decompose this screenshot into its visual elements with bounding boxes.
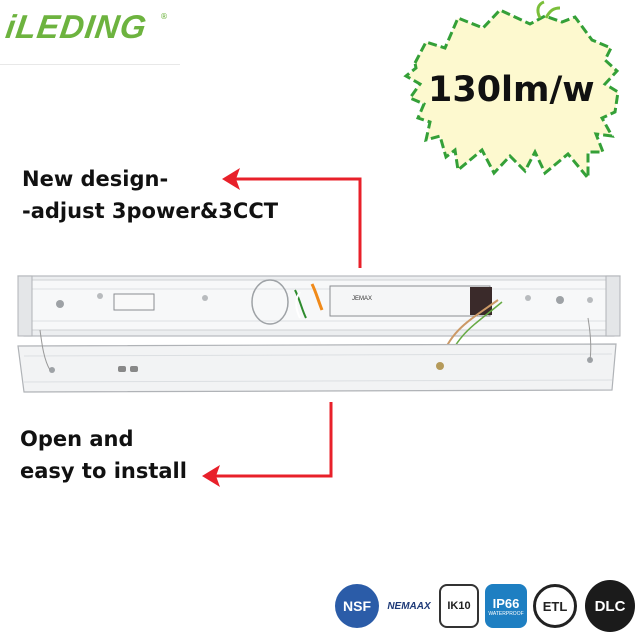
- fixture-housing: JEMAX: [17, 275, 621, 367]
- arrow-to-install: [212, 402, 333, 478]
- certification-logos: NSF NEMAAX IK10 IP66 WATERPROOF ETL DLC: [335, 578, 637, 634]
- nsf-label: NSF: [343, 598, 371, 614]
- efficacy-label: 130lm/w: [428, 70, 595, 110]
- logo-divider: [0, 64, 180, 65]
- driver-label: JEMAX: [352, 296, 372, 302]
- callout-install: Open and easy to install: [20, 423, 187, 487]
- dlc-logo: DLC: [585, 580, 635, 632]
- ip66-label: IP66: [492, 595, 520, 611]
- callout-line: -adjust 3power&3CCT: [22, 199, 279, 223]
- nsf-logo: NSF: [335, 584, 379, 628]
- callout-line: New design-: [22, 167, 169, 191]
- starburst-shape: [403, 8, 620, 180]
- arrow-head-icon: [222, 168, 240, 190]
- nemaax-logo: NEMAAX: [383, 596, 435, 616]
- etl-logo: ETL: [533, 584, 577, 628]
- registered-mark: ®: [160, 12, 168, 21]
- efficacy-badge: [403, 0, 620, 180]
- ik10-logo: IK10: [439, 584, 479, 628]
- arrow-head-icon: [202, 465, 220, 487]
- arrow-to-new-design: [232, 177, 362, 268]
- dlc-label: DLC: [594, 597, 626, 615]
- etl-label: ETL: [542, 598, 568, 614]
- fixture-cover: [17, 317, 617, 393]
- callout-line: Open and: [20, 427, 134, 451]
- ip66-sublabel: WATERPROOF: [488, 610, 524, 617]
- leaf-sprout-icon: [536, 0, 561, 19]
- nemaax-label: NEMAAX: [387, 600, 431, 612]
- ik10-label: IK10: [447, 600, 471, 612]
- ip66-logo: IP66 WATERPROOF: [485, 584, 527, 628]
- callout-new-design: New design- -adjust 3power&3CCT: [22, 163, 278, 227]
- callout-line: easy to install: [20, 459, 187, 483]
